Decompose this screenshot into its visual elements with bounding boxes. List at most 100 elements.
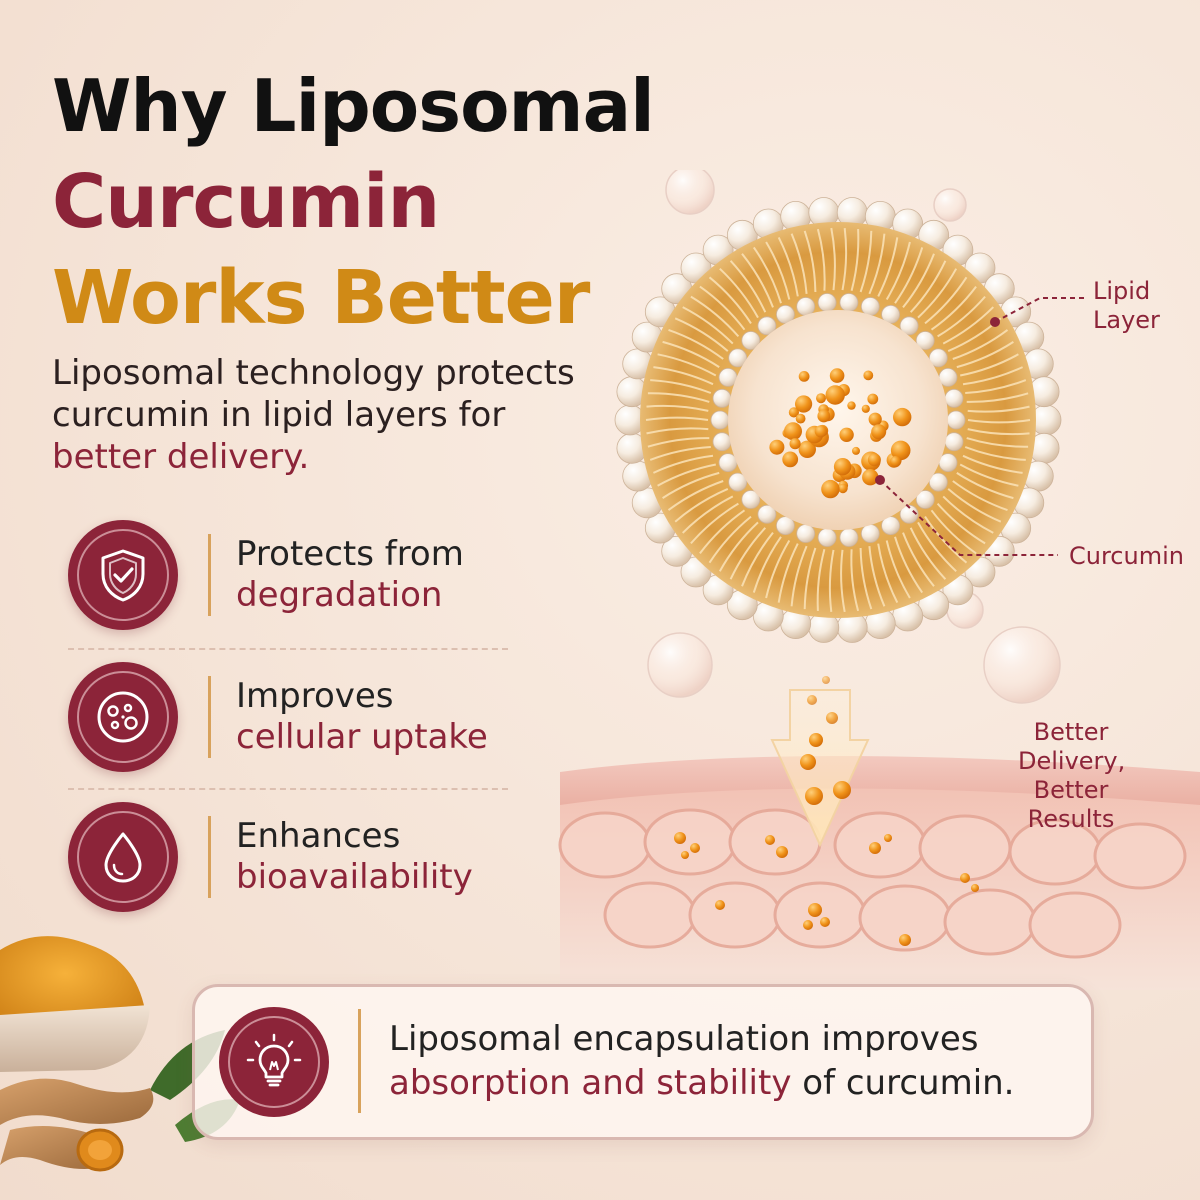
lipid-tail xyxy=(652,454,714,474)
lipid-tail xyxy=(681,495,734,534)
lipid-head xyxy=(817,293,837,312)
lipid-tail xyxy=(947,488,1002,523)
lipid-tail xyxy=(662,471,720,499)
lipid-tail xyxy=(885,241,911,301)
lipid-tail xyxy=(741,531,774,587)
curcumin-particle xyxy=(847,401,856,410)
bowl xyxy=(0,1005,150,1072)
lipid-tail xyxy=(719,267,759,319)
feature-line-1: Improves xyxy=(236,676,394,716)
lipid-tail xyxy=(729,527,767,580)
lipid-head xyxy=(710,410,730,430)
lipid-tail xyxy=(729,260,767,313)
lipid-tail xyxy=(650,379,712,394)
title-line-3: Works Better xyxy=(52,255,590,341)
curcumin-particle xyxy=(852,446,860,455)
curcumin-particle xyxy=(782,451,799,468)
lipid-tail xyxy=(645,416,709,421)
lipid-tail xyxy=(967,428,1030,436)
lipid-head xyxy=(796,297,816,316)
lipid-tail xyxy=(877,237,899,297)
curcumin-particle xyxy=(861,404,870,413)
lipid-tail xyxy=(690,295,740,338)
lipid-tail xyxy=(657,353,717,377)
lipid-tail xyxy=(917,268,958,319)
lipid-tail xyxy=(690,502,739,545)
lipid-tail xyxy=(952,329,1009,360)
feature-line-1: Enhances xyxy=(236,816,401,856)
bubble-icon xyxy=(647,632,713,698)
label-line: Delivery, xyxy=(1018,747,1126,775)
lipid-tail xyxy=(859,547,873,610)
lipid-tail xyxy=(646,427,709,435)
bubble-icon xyxy=(983,626,1061,704)
curcumin-particle xyxy=(871,424,887,440)
lipid-tail xyxy=(777,236,799,297)
lipid-tail xyxy=(668,328,724,360)
lipid-tail xyxy=(841,227,848,291)
lipid-tail xyxy=(937,295,986,338)
lipid-tail xyxy=(936,502,986,545)
label-line: Better xyxy=(1033,718,1109,746)
lipid-tail xyxy=(850,229,860,291)
feature-text: Enhances bioavailability xyxy=(236,816,473,898)
feature-text: Improves cellular uptake xyxy=(236,676,488,758)
skin-cells xyxy=(558,808,1187,959)
intro-text: Liposomal technology protects curcumin i… xyxy=(52,352,612,478)
lipid-head xyxy=(944,388,964,408)
turmeric-root xyxy=(0,1078,154,1125)
lipid-tail xyxy=(956,472,1014,500)
lipid-tail xyxy=(674,317,729,352)
lipid-tail xyxy=(962,454,1023,474)
curcumin-particle xyxy=(789,438,801,450)
lipid-head xyxy=(946,410,966,430)
summary-highlight: absorption and stability xyxy=(389,1063,792,1103)
shield-check-icon xyxy=(101,549,145,602)
lipid-tail xyxy=(868,546,886,607)
lipid-tail xyxy=(777,543,799,603)
lipid-tail xyxy=(803,230,817,293)
lipid-tail xyxy=(859,230,873,293)
lipid-head xyxy=(944,432,964,452)
curcumin-particle xyxy=(788,407,800,418)
summary-divider-bar xyxy=(358,1009,361,1113)
feature-badge xyxy=(68,802,178,912)
lipid-head xyxy=(757,504,777,524)
lipid-tail xyxy=(894,247,924,304)
curcumin-particle xyxy=(833,458,852,476)
turmeric-slice-core xyxy=(88,1140,112,1160)
water-drop-icon xyxy=(104,832,142,883)
intro-line-3: better delivery. xyxy=(52,437,310,477)
encapsulated-curcumin xyxy=(769,368,912,499)
lipid-head xyxy=(839,293,859,312)
curcumin-particle xyxy=(821,479,840,499)
curcumin-particle xyxy=(890,440,911,461)
lipid-tail xyxy=(647,437,710,448)
feature-bioavailability: Enhances bioavailability xyxy=(68,802,528,912)
feature-line-2: bioavailability xyxy=(236,857,473,897)
lipid-tail xyxy=(752,536,782,593)
lipid-tail xyxy=(647,392,710,403)
lipid-head xyxy=(728,472,748,492)
feature-divider-bar xyxy=(208,534,211,616)
lipid-tail xyxy=(662,340,720,368)
curcumin-particle xyxy=(868,412,882,426)
curcumin-particle xyxy=(893,407,912,427)
label-line: Layer xyxy=(1093,306,1160,334)
lipid-tail xyxy=(942,495,994,534)
label-lipid-layer: Lipid Layer xyxy=(1093,277,1160,335)
curcumin-particle xyxy=(839,427,854,442)
feature-badge xyxy=(68,520,178,630)
label-line: Better xyxy=(1033,776,1109,804)
lipid-tail xyxy=(790,545,808,607)
feature-uptake: Improves cellular uptake xyxy=(68,662,528,772)
curcumin-particle xyxy=(816,393,826,404)
lipid-head xyxy=(860,524,880,543)
lipid-head xyxy=(928,472,948,492)
page-title: Why Liposomal Curcumin Works Better xyxy=(52,58,655,346)
label-line: Results xyxy=(1027,805,1115,833)
skin-surface xyxy=(560,756,1200,805)
lipid-tail xyxy=(917,521,957,573)
lipid-tail xyxy=(790,233,808,294)
lipid-head xyxy=(741,490,761,509)
